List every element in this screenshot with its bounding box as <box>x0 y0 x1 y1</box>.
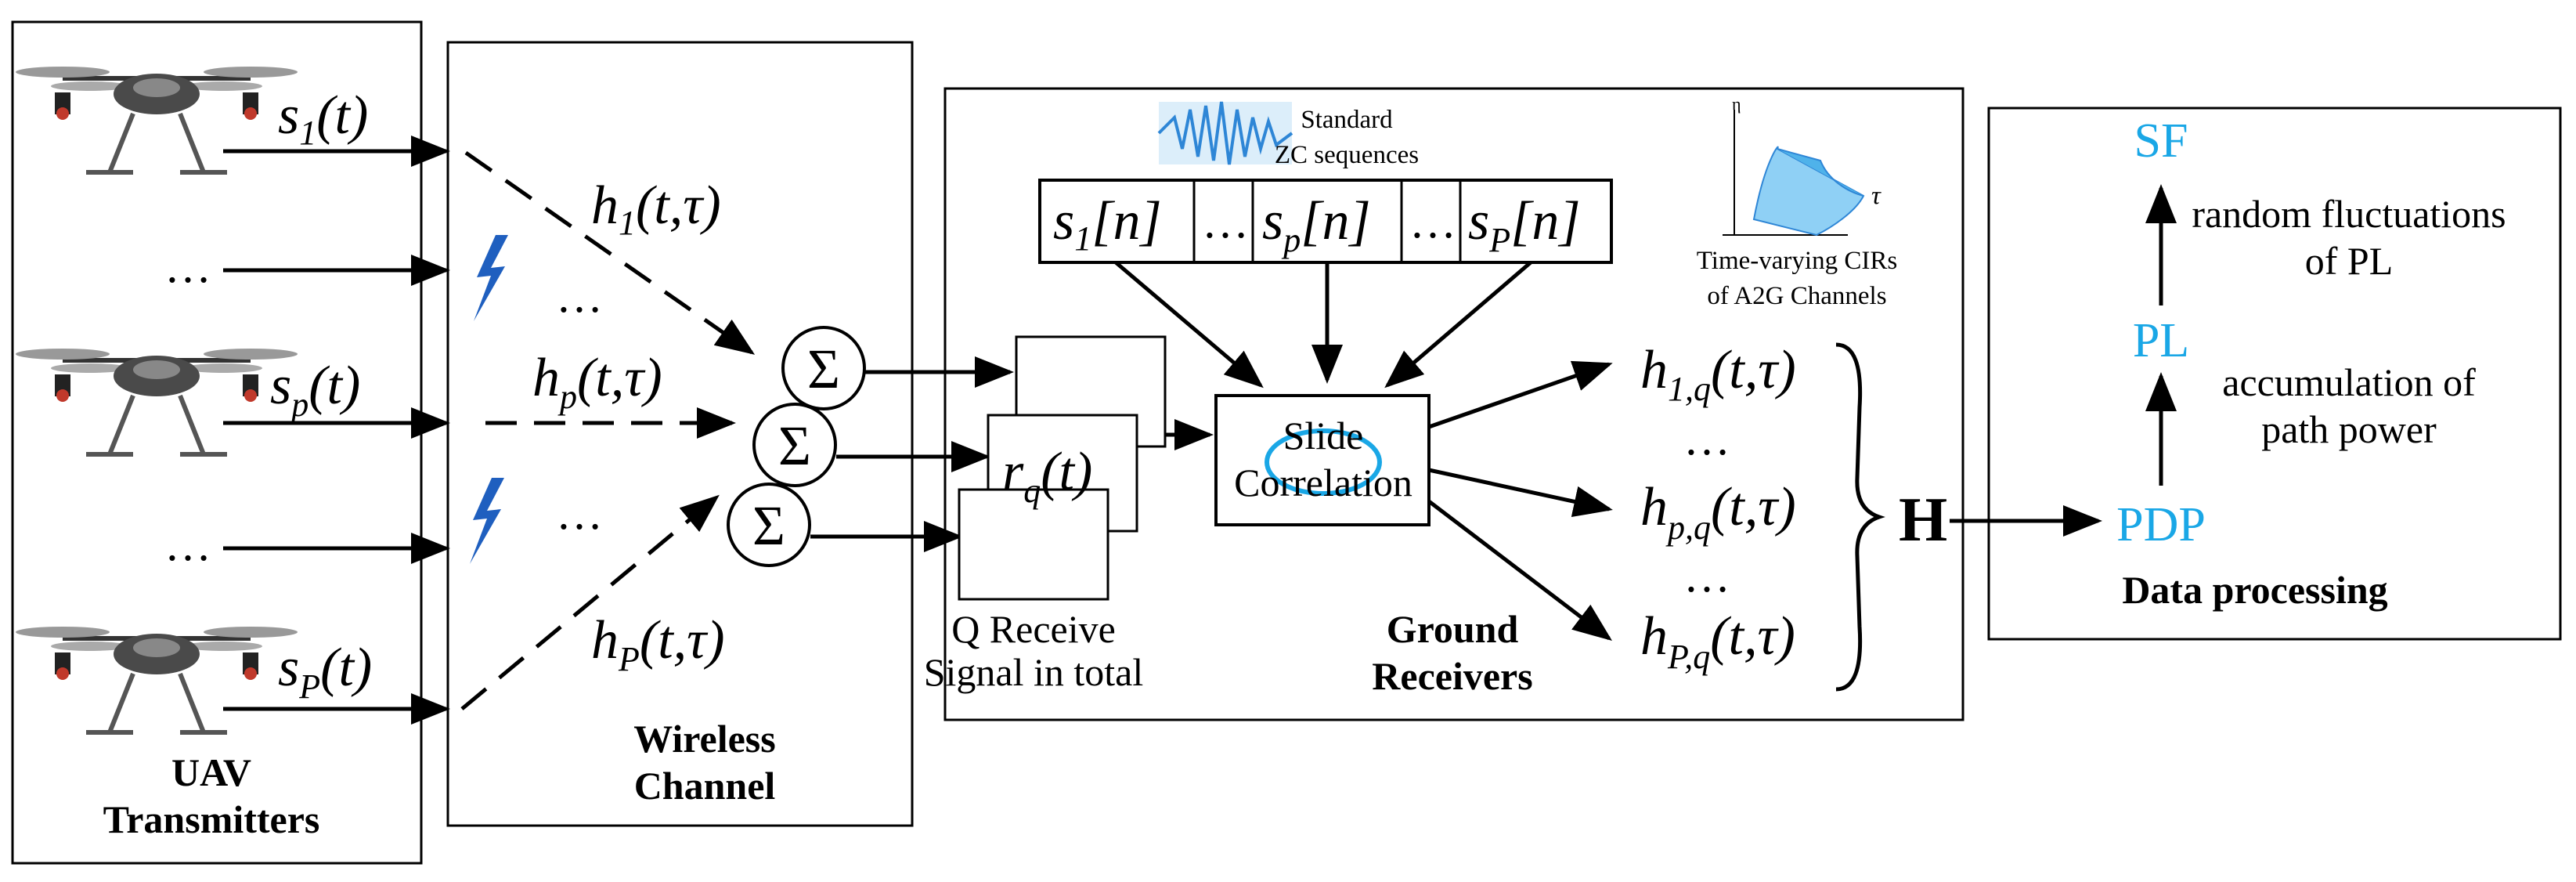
uav-panel-frame <box>11 20 423 865</box>
svg-text:τ: τ <box>1871 182 1881 210</box>
receivers-title-line2: Receivers <box>1372 654 1532 698</box>
sum-node-2-symbol: Σ <box>778 414 811 477</box>
arrow-to-hpq <box>1428 468 1613 517</box>
cir-label-line2: of A2G Channels <box>1707 282 1886 310</box>
q-label-line1: Q Receive <box>951 607 1116 651</box>
data-processing-panel: SF PL PDP random fluctuations of PL accu… <box>1987 107 2562 641</box>
receivers-title-line1: Ground <box>1387 607 1519 651</box>
path-h1-line <box>464 150 756 355</box>
zc-label-line2: ZC sequences <box>1275 141 1419 169</box>
uav-drone-1-icon <box>16 67 298 172</box>
sf-note-line2: of PL <box>2305 239 2394 283</box>
arrow-to-hPq <box>1427 500 1612 642</box>
sf-label: SF <box>2134 114 2188 168</box>
sequence-sp: sp[n] <box>1262 191 1371 259</box>
sequence-ellipsis-1: … <box>1202 196 1249 248</box>
pl-note-line1: accumulation of <box>2222 360 2476 404</box>
sequence-s1: s1[n] <box>1053 191 1162 258</box>
output-h1q: h1,q(t,τ) <box>1640 340 1796 408</box>
channel-title-line2: Channel <box>634 764 776 808</box>
channel-ellipsis-1: … <box>556 270 603 322</box>
output-brace <box>1835 342 1885 692</box>
uav-to-channel-arrows <box>223 136 450 725</box>
sequence-register-frame <box>1038 179 1613 264</box>
uav-ellipsis-2: … <box>164 519 211 570</box>
correlation-cycle-icon <box>1265 428 1382 496</box>
signal-bolt-2-icon <box>470 478 504 564</box>
output-hPq: hP,q(t,τ) <box>1640 606 1795 676</box>
received-signal-label: rq(t) <box>1002 442 1092 510</box>
sum-node-2 <box>752 403 837 487</box>
arrow-to-h1q <box>1428 360 1613 429</box>
signal-s1: s1(t) <box>278 85 368 152</box>
channel-ellipsis-2: … <box>556 487 603 539</box>
signal-sP: sP(t) <box>278 638 372 706</box>
summation-nodes: Σ Σ Σ <box>727 326 866 567</box>
receive-buffer-3 <box>958 488 1109 601</box>
receivers-panel-frame <box>943 87 1964 721</box>
uav-drone-P-icon <box>16 627 298 732</box>
channel-title-line1: Wireless <box>633 717 775 761</box>
slide-label-line1: Slide <box>1283 414 1364 457</box>
sum-node-1 <box>781 326 866 410</box>
pdp-label: PDP <box>2116 498 2206 551</box>
wireless-channel-panel: h1(t,τ) hp(t,τ) hP(t,τ) … … Σ Σ Σ Wirele… <box>446 41 914 827</box>
path-hP-label: hP(t,τ) <box>591 610 725 678</box>
processing-panel-frame <box>1987 107 2562 641</box>
uav-transmitters-panel: s1(t) sp(t) sP(t) … … UAV Transmitters <box>11 20 423 865</box>
slide-label-line2: Correlation <box>1234 461 1412 504</box>
cir-label-line1: Time-varying CIRs <box>1697 247 1897 275</box>
output-ellipsis-1: … <box>1683 413 1730 464</box>
uav-ellipsis-1: … <box>164 240 211 292</box>
sf-note-line1: random fluctuations <box>2192 192 2506 236</box>
ground-receivers-panel: rq(t) Q Receive Signal in total Standard… <box>810 87 1964 721</box>
output-ellipsis-2: … <box>1683 550 1730 602</box>
sum-node-1-symbol: Σ <box>807 338 840 400</box>
sequence-ellipsis-2: … <box>1409 196 1456 248</box>
arrow-seq1-to-correlation <box>1114 261 1264 389</box>
sum-node-3 <box>727 483 811 567</box>
uav-title-line1: UAV <box>171 750 251 794</box>
slide-correlation-block[interactable] <box>1214 394 1431 526</box>
zc-sequence-register: s1[n] … sp[n] … sP[n] <box>1038 179 1613 264</box>
path-hP-line <box>460 494 720 710</box>
output-hpq: hp,q(t,τ) <box>1640 477 1796 547</box>
arrow-seqP-to-correlation <box>1384 261 1532 389</box>
pl-label: PL <box>2133 314 2189 367</box>
q-label-line2: Signal in total <box>924 650 1144 694</box>
pl-note-line2: path power <box>2261 407 2437 451</box>
path-h1-label: h1(t,τ) <box>591 175 721 242</box>
path-hp-label: hp(t,τ) <box>532 348 662 416</box>
channel-panel-frame <box>446 41 914 827</box>
sequence-sP: sP[n] <box>1468 191 1581 259</box>
uav-drone-p-icon <box>16 349 298 454</box>
cir-surface-icon: τ η <box>1723 94 1881 237</box>
matrix-H: H <box>1899 486 1947 555</box>
zc-waveform-icon <box>1157 101 1293 165</box>
signal-sp: sp(t) <box>270 356 360 424</box>
sum-node-3-symbol: Σ <box>752 494 785 557</box>
svg-text:η: η <box>1732 94 1741 114</box>
uav-title-line2: Transmitters <box>103 797 320 841</box>
processing-title: Data processing <box>2122 568 2387 612</box>
signal-bolt-1-icon <box>474 235 508 321</box>
zc-label-line1: Standard <box>1301 106 1393 134</box>
